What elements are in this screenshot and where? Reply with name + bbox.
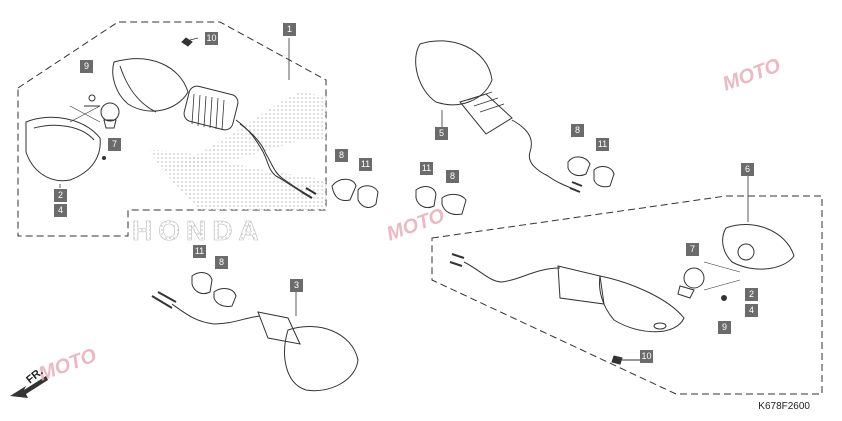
callout-4-right[interactable]: 4: [745, 304, 758, 317]
honda-wordmark: HONDA: [132, 215, 265, 246]
callout-5[interactable]: 5: [435, 127, 448, 140]
wire-connector: [301, 187, 317, 199]
front-left-winker-group: [17, 21, 327, 237]
screw-10-bottom: [611, 355, 623, 365]
callout-8-bottom[interactable]: 8: [215, 256, 228, 269]
leader-right: [703, 261, 741, 291]
honda-wing-logo-lower: [150, 150, 326, 210]
screw-9-left: [88, 94, 96, 102]
callout-11-bottom[interactable]: 11: [193, 245, 206, 258]
winker-6-connector: [449, 253, 465, 267]
callout-4-left[interactable]: 4: [54, 204, 67, 217]
rear-right-group: [431, 195, 823, 395]
bulb-right: [683, 267, 705, 289]
bulb-base: [103, 119, 117, 129]
winker-5-housing: [415, 40, 493, 106]
nut-11-top: [593, 166, 615, 188]
callout-10-bottom[interactable]: 10: [640, 350, 653, 363]
winker-housing: [112, 58, 189, 112]
lens-edge: [33, 124, 95, 141]
bulb: [100, 102, 120, 122]
lens-clip: [102, 156, 106, 160]
clip-8-center: [441, 193, 467, 215]
winker-6-lens-mark: [653, 322, 667, 330]
winker-3-wire: [171, 303, 261, 325]
winker-5-connector: [569, 181, 583, 193]
winker-3-stem: [257, 311, 301, 345]
fasteners-middle: [331, 178, 467, 215]
nut-11-center: [415, 186, 437, 209]
winker-6-lens: [722, 224, 795, 270]
diagram-code: K678F2600: [758, 401, 810, 412]
winker-3-housing: [284, 326, 359, 392]
screw-9-right: [721, 295, 727, 301]
clip-8-top: [567, 156, 591, 177]
winker-5-stem: [459, 93, 513, 135]
callout-7-left[interactable]: 7: [108, 138, 121, 151]
winker-3-connector: [151, 291, 177, 309]
callout-8-mid[interactable]: 8: [335, 149, 348, 162]
winker-6-wire: [463, 261, 561, 283]
nut-11-bottom: [191, 272, 213, 295]
callout-leaders: [59, 37, 749, 316]
front-direction-arrow: [10, 376, 48, 398]
callout-11-mid[interactable]: 11: [359, 158, 372, 171]
nut-11-mid: [357, 185, 379, 208]
callout-8-center[interactable]: 8: [446, 170, 459, 183]
callout-11-center[interactable]: 11: [420, 162, 433, 175]
winker-lens: [25, 116, 101, 182]
winker-stem: [183, 85, 239, 131]
rear-right-winker: [415, 40, 615, 193]
winker-6-stem: [557, 265, 605, 305]
leader-cross: [69, 105, 101, 123]
callout-2-right[interactable]: 2: [745, 288, 758, 301]
callout-9-left[interactable]: 9: [80, 60, 93, 73]
winker-wire-2: [239, 123, 313, 199]
screw-10-top: [181, 37, 193, 47]
callout-8-top[interactable]: 8: [571, 124, 584, 137]
rear-left-winker: [151, 272, 359, 392]
bulb-right-base: [677, 285, 695, 299]
callout-9-right[interactable]: 9: [718, 321, 731, 334]
clip-8-bottom: [213, 288, 237, 307]
callout-6[interactable]: 6: [741, 163, 754, 176]
winker-6-housing: [599, 275, 685, 333]
callout-1[interactable]: 1: [283, 23, 296, 36]
clip-8-mid: [331, 178, 357, 201]
group-frame-bottom-right: [431, 195, 823, 395]
winker-wire: [235, 119, 309, 197]
honda-wing-logo: [160, 92, 326, 170]
winker-6-socket: [737, 243, 755, 261]
winker-5-wire: [511, 119, 577, 191]
winker-5-ribs: [467, 91, 505, 113]
callout-3[interactable]: 3: [290, 279, 303, 292]
callout-7-right[interactable]: 7: [686, 243, 699, 256]
stem-ribs: [191, 93, 225, 131]
callout-10-top[interactable]: 10: [205, 32, 218, 45]
callout-11-top[interactable]: 11: [596, 138, 609, 151]
callout-2-left[interactable]: 2: [54, 189, 67, 202]
winker-housing-seam: [119, 65, 157, 113]
